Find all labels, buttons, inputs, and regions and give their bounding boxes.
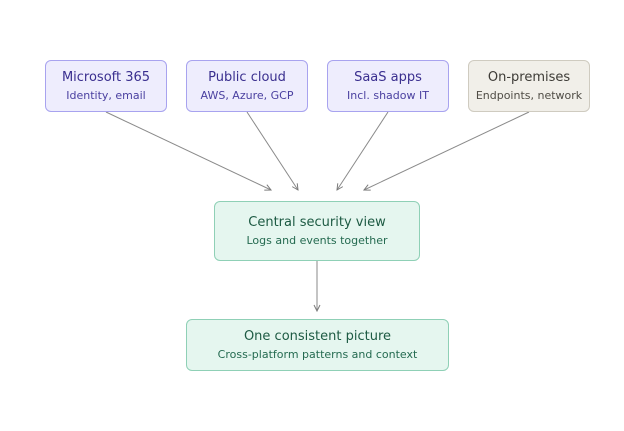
arrow-public-cloud-to-central: [246, 111, 298, 190]
arrow-microsoft365-to-central: [105, 111, 271, 190]
arrow-saas-to-central: [337, 111, 389, 190]
source-saas-apps: SaaS apps Incl. shadow IT: [327, 60, 449, 112]
source-subtitle: Identity, email: [66, 89, 146, 102]
source-title: Public cloud: [208, 70, 286, 85]
source-title: SaaS apps: [354, 70, 422, 85]
result-title: One consistent picture: [243, 329, 392, 344]
source-subtitle: Endpoints, network: [475, 89, 583, 102]
arrow-onprem-to-central: [364, 111, 530, 190]
result-subtitle: Cross-platform patterns and context: [217, 348, 418, 361]
consistent-picture: One consistent picture Cross-platform pa…: [186, 319, 449, 371]
source-on-premises: On-premises Endpoints, network: [468, 60, 590, 112]
source-title: Microsoft 365: [61, 70, 151, 85]
central-security-view: Central security view Logs and events to…: [214, 201, 420, 261]
source-subtitle: Incl. shadow IT: [347, 89, 429, 102]
source-subtitle: AWS, Azure, GCP: [200, 89, 294, 102]
source-microsoft-365: Microsoft 365 Identity, email: [45, 60, 167, 112]
source-public-cloud: Public cloud AWS, Azure, GCP: [186, 60, 308, 112]
central-title: Central security view: [248, 215, 386, 230]
central-subtitle: Logs and events together: [246, 234, 388, 247]
source-title: On-premises: [487, 70, 571, 85]
